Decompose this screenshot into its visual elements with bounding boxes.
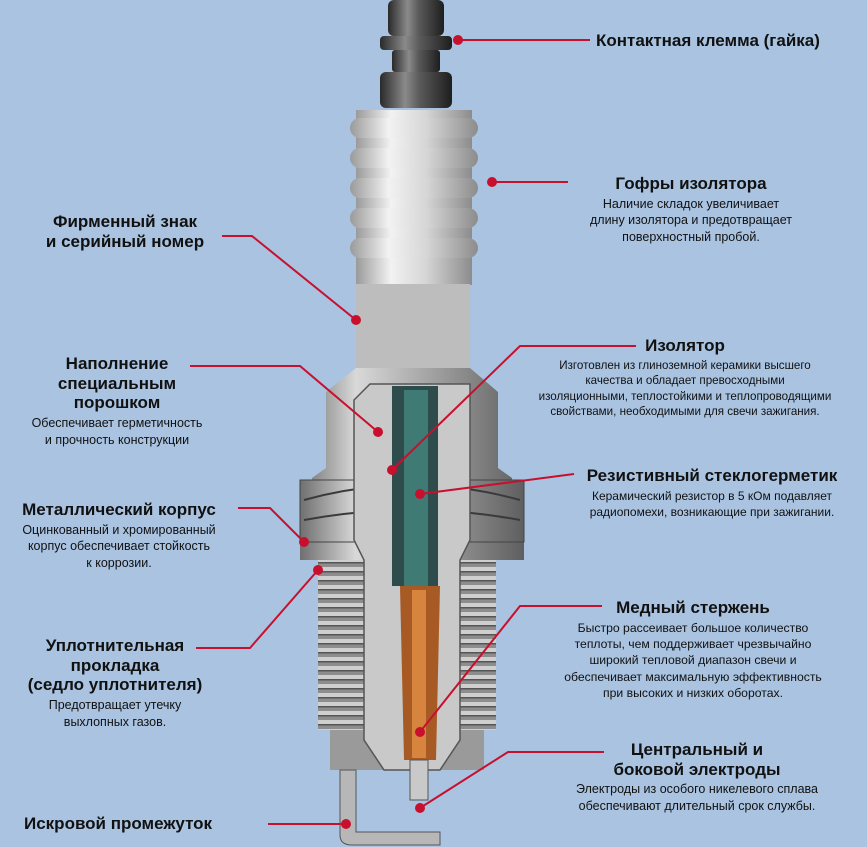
powder-title-line: специальным — [57, 373, 177, 393]
copper-label: Медный стержень Быстро рассеивает большо… — [524, 598, 862, 702]
powder-label: Наполнение специальным порошком Обеспечи… — [4, 354, 230, 448]
powder-desc-line: и прочность конструкции — [44, 432, 190, 447]
terminal-nut — [380, 0, 452, 108]
brand-label: Фирменный знак и серийный номер — [20, 212, 230, 251]
brand-title-line: и серийный номер — [45, 231, 205, 251]
copper-desc-line: Быстро рассеивает большое количество — [577, 620, 809, 635]
resistor-title: Резистивный стеклогерметик — [586, 466, 838, 485]
shell-label: Металлический корпус Оцинкованный и хром… — [0, 500, 238, 572]
gasket-label: Уплотнительная прокладка (седло уплотнит… — [0, 636, 230, 730]
resistor-label: Резистивный стеклогерметик Керамический … — [562, 466, 862, 520]
insulator-desc-line: свойствами, необходимыми для свечи зажиг… — [550, 405, 820, 419]
resistor-desc-line: радиопомехи, возникающие при зажигании. — [589, 504, 835, 519]
brand-plate — [356, 284, 470, 368]
insulator-desc-line: изоляционными, теплостойкими и теплопров… — [538, 389, 832, 403]
shell-desc-line: к коррозии. — [86, 556, 152, 571]
gasket-title-line: Уплотнительная — [45, 636, 185, 655]
electrodes-title-line: боковой электроды — [613, 759, 781, 779]
gap-title: Искровой промежуток — [24, 814, 213, 833]
cutaway — [353, 383, 471, 801]
copper-desc-line: при высоких и низких оборотах. — [603, 686, 783, 701]
leader-dots — [299, 35, 497, 829]
ground-electrode — [339, 769, 441, 846]
ribs-title: Гофры изолятора — [615, 174, 767, 193]
powder-title-line: Наполнение — [65, 354, 169, 373]
powder-desc-line: Обеспечивает герметичность — [31, 415, 203, 430]
gasket-title-line: (седло уплотнителя) — [27, 675, 203, 695]
ribs-desc-line: Наличие складок увеличивает — [602, 196, 780, 211]
ribs-desc-line: длину изолятора и предотвращает — [589, 213, 792, 228]
gasket-title-line: прокладка — [70, 655, 160, 675]
powder-title-line: порошком — [73, 393, 161, 413]
electrodes-desc-line: обеспечивают длительный срок службы. — [578, 798, 816, 813]
gasket-desc-line: Предотвращает утечку — [48, 697, 182, 712]
copper-desc-line: обеспечивает максимальную эффективность — [564, 669, 822, 684]
electrodes-title-line: Центральный и — [630, 740, 764, 759]
shell-title: Металлический корпус — [22, 500, 216, 519]
ribs-label: Гофры изолятора Наличие складок увеличив… — [536, 174, 846, 246]
terminal-title: Контактная клемма (гайка) — [596, 31, 820, 50]
gasket-desc-line: выхлопных газов. — [63, 714, 167, 729]
electrodes-desc-line: Электроды из особого никелевого сплава — [576, 782, 818, 797]
brand-title-line: Фирменный знак — [52, 212, 198, 231]
copper-title: Медный стержень — [616, 598, 770, 617]
resistor-desc-line: Керамический резистор в 5 кОм подавляет — [591, 488, 833, 503]
insulator-ribs — [350, 110, 478, 285]
electrodes-label: Центральный и боковой электроды Электрод… — [534, 740, 860, 815]
ribs-desc-line: поверхностный пробой. — [622, 230, 760, 245]
insulator-label: Изолятор Изготовлен из глиноземной керам… — [506, 336, 864, 420]
insulator-title: Изолятор — [645, 336, 725, 355]
copper-desc-line: широкий тепловой диапазон свечи и — [589, 653, 797, 668]
insulator-desc-line: Изготовлен из глиноземной керамики высше… — [559, 358, 811, 372]
shell-desc-line: корпус обеспечивает стойкость — [27, 539, 211, 554]
shell-desc-line: Оцинкованный и хромированный — [22, 522, 216, 537]
copper-desc-line: теплоты, чем поддерживает чрезвычайно — [574, 637, 812, 652]
insulator-desc-line: качества и обладает превосходными — [585, 374, 785, 388]
leader-lines — [190, 39, 636, 825]
